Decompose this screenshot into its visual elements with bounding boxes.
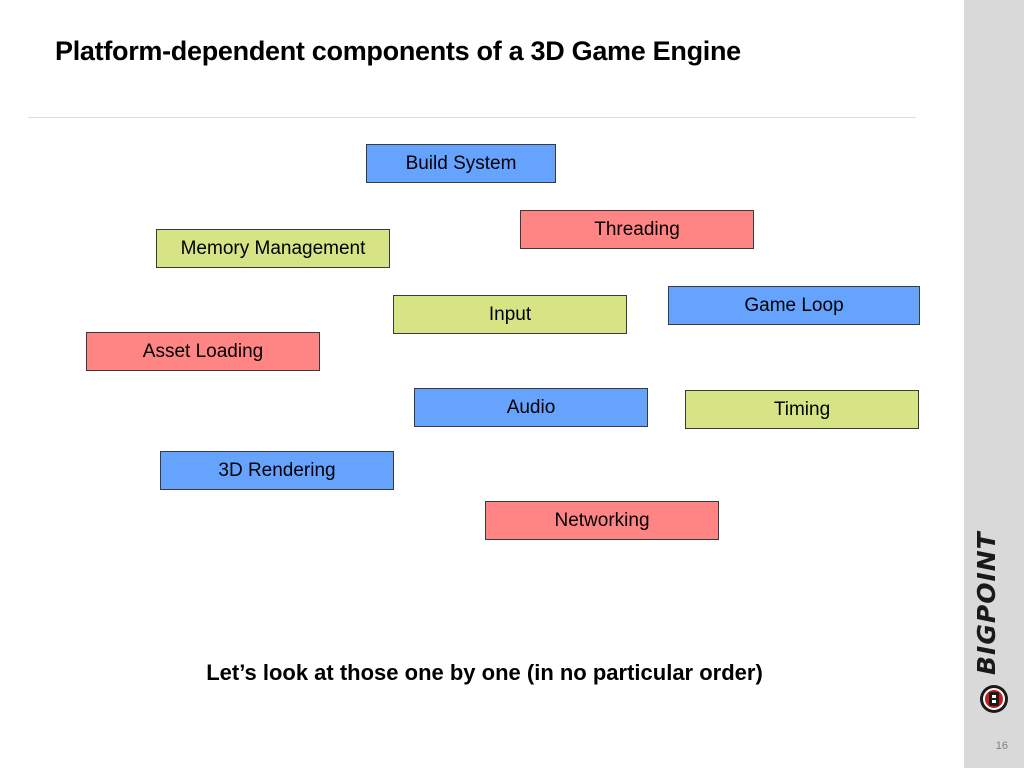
slide: Platform-dependent components of a 3D Ga… — [28, 36, 920, 685]
component-timing: Timing — [685, 390, 919, 429]
bigpoint-logo: BIGPOINT — [970, 531, 1016, 725]
logo-wordmark: BIGPOINT — [972, 531, 1001, 675]
sidebar — [964, 0, 1024, 768]
component-memory-management: Memory Management — [156, 229, 390, 268]
component-threading: Threading — [520, 210, 754, 249]
title-divider — [28, 117, 916, 118]
page-number: 16 — [995, 740, 1008, 752]
slide-title: Platform-dependent components of a 3D Ga… — [55, 36, 741, 66]
component-audio: Audio — [414, 388, 648, 427]
component-3d-rendering: 3D Rendering — [160, 451, 394, 490]
component-game-loop: Game Loop — [668, 286, 920, 325]
component-networking: Networking — [485, 501, 719, 540]
component-input: Input — [393, 295, 627, 334]
component-asset-loading: Asset Loading — [86, 332, 320, 371]
slide-subtitle: Let’s look at those one by one (in no pa… — [206, 660, 763, 685]
component-build-system: Build System — [366, 144, 556, 183]
bigpoint-logo-icon — [980, 685, 1008, 713]
